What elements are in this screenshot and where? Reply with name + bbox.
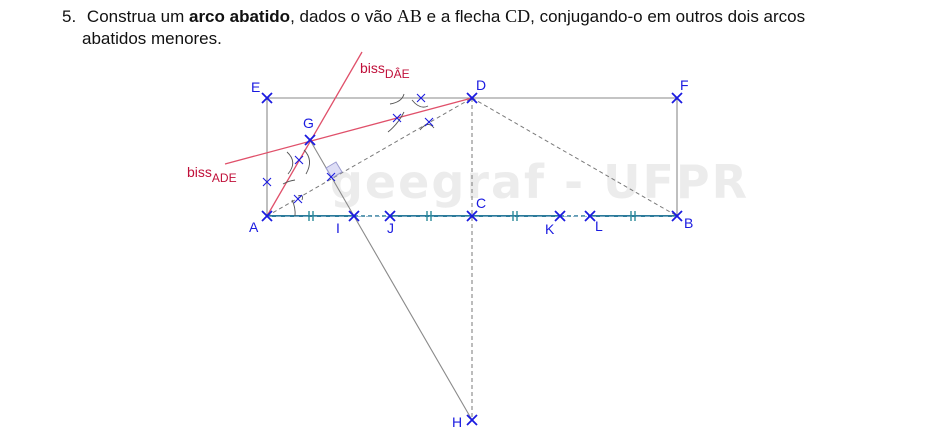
point-i	[348, 210, 360, 222]
point-g	[304, 134, 316, 146]
point-f	[671, 92, 683, 104]
segment-gh	[309, 139, 473, 421]
bisector-ade	[224, 97, 473, 165]
label-a: A	[249, 219, 259, 235]
construction-mark-1	[262, 177, 272, 187]
problem-statement: 5. Construa um arco abatido, dados o vão…	[62, 5, 922, 50]
problem-number: 5.	[62, 7, 77, 26]
chord-db	[471, 97, 678, 217]
problem-bold-term: arco abatido	[188, 7, 291, 26]
label-bisector-ade-base: biss	[187, 164, 212, 180]
problem-text-line2: abatidos menores.	[82, 29, 222, 48]
chord-ad	[266, 97, 473, 217]
label-c: C	[476, 195, 486, 211]
point-h	[466, 414, 478, 426]
label-j: J	[387, 220, 394, 236]
construction-mark-6	[416, 93, 426, 103]
point-d	[466, 92, 478, 104]
right-angle-marker	[325, 161, 343, 179]
label-bisector-ade-sub: ADE	[212, 171, 237, 185]
label-h: H	[452, 414, 462, 430]
construction-mark-4	[326, 172, 336, 182]
point-c	[466, 210, 478, 222]
label-b: B	[684, 215, 693, 231]
point-b	[671, 210, 683, 222]
arc-bisector-a-2	[303, 149, 310, 175]
label-bisector-dae-base: biss	[360, 60, 385, 76]
arc-bisector-d-2	[419, 124, 435, 131]
watermark: geegraf - UFPR	[330, 155, 749, 209]
label-e: E	[251, 79, 260, 95]
arc-bisector-d-1	[411, 99, 429, 108]
label-i: I	[336, 220, 340, 236]
arc-angle-a-2	[282, 179, 296, 185]
point-a	[261, 210, 273, 222]
problem-text-4: , conjugando-o em outros dois arcos	[530, 7, 806, 26]
arc-angle-a-small	[297, 195, 303, 201]
label-bisector-dae: bissDÂE	[360, 60, 410, 81]
tick-jc	[426, 211, 432, 221]
arc-angle-d-2	[387, 111, 405, 133]
label-k: K	[545, 221, 555, 237]
arc-angle-a	[291, 199, 296, 217]
point-e	[261, 92, 273, 104]
bisector-dae	[266, 51, 363, 217]
problem-text-2: , dados o vão	[290, 7, 393, 26]
label-f: F	[680, 77, 689, 93]
problem-text-3: e a flecha	[426, 7, 501, 26]
arc-angle-d-1	[389, 93, 405, 105]
problem-text-1: Construa um	[86, 7, 185, 26]
label-d: D	[476, 77, 486, 93]
construction-mark-7	[424, 117, 434, 127]
label-g: G	[303, 115, 314, 131]
label-bisector-ade: bissADE	[187, 164, 237, 185]
point-j	[384, 210, 396, 222]
construction-mark-5	[392, 113, 402, 123]
label-l: L	[595, 218, 603, 234]
point-l	[584, 210, 596, 222]
label-bisector-dae-sub: DÂE	[385, 66, 410, 81]
segment-cd: CD	[505, 6, 531, 26]
construction-mark-3	[294, 155, 304, 165]
tick-ck	[512, 211, 518, 221]
tick-lb	[630, 211, 636, 221]
construction-mark-2	[293, 194, 303, 204]
arc-bisector-a-1	[286, 151, 294, 175]
tick-ai	[308, 211, 314, 221]
segment-ab: AB	[396, 6, 422, 26]
point-k	[554, 210, 566, 222]
